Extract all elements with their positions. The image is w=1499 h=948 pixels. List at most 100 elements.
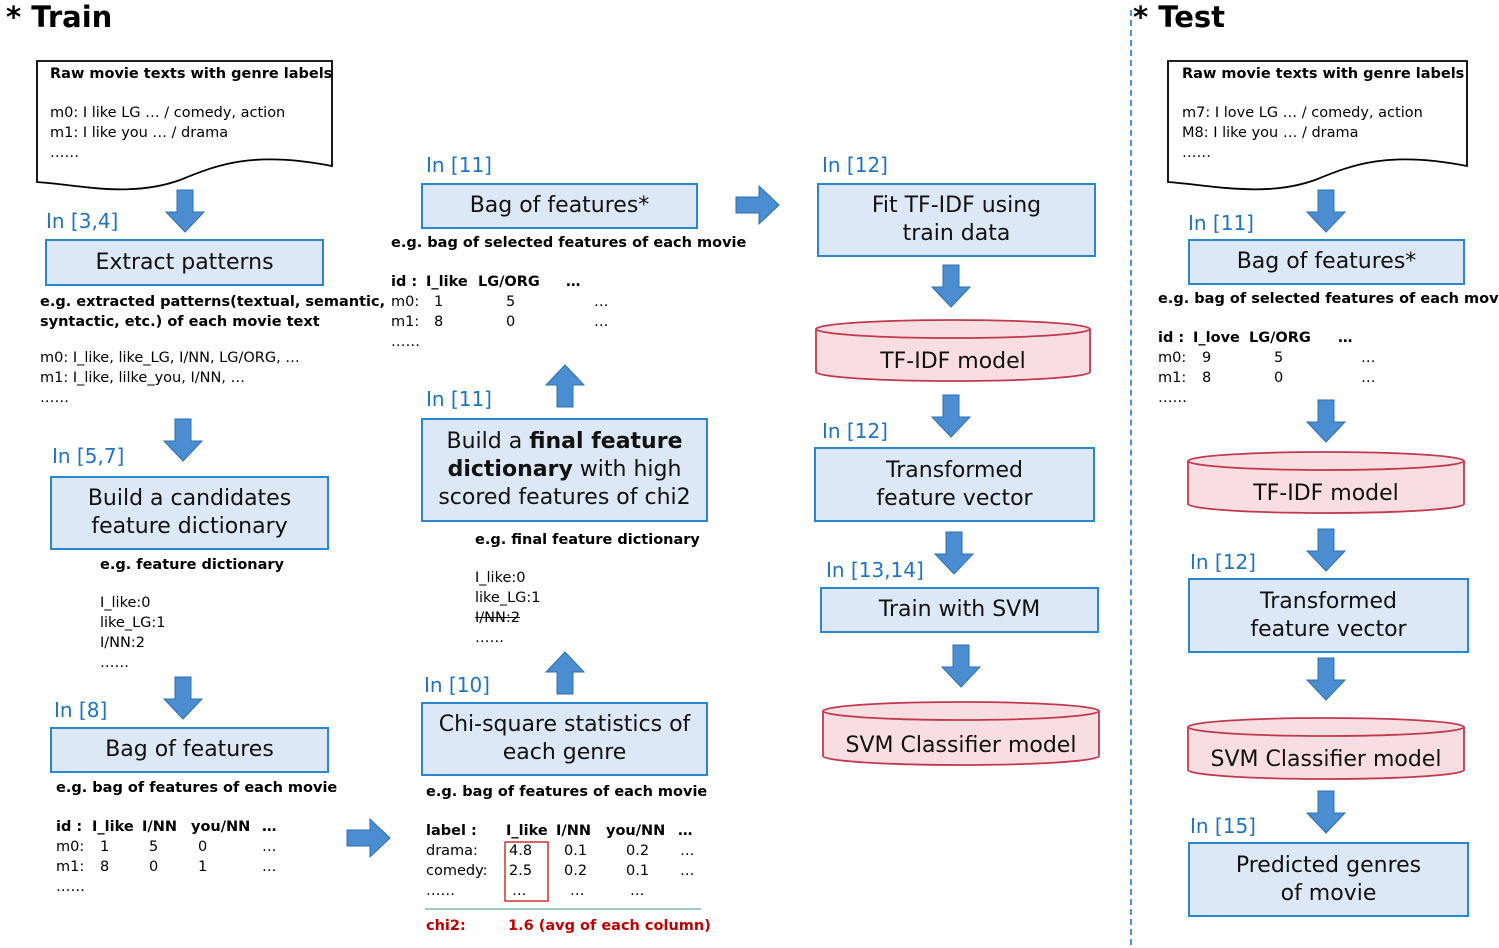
extract-in-label: In [3,4] [46,209,119,233]
test-tfidf-model-label: TF-IDF model [1253,481,1399,506]
fit-in-label: In [12] [822,153,888,177]
table-cell: 5 [1274,350,1284,366]
chi-square-box: Chi-square statistics of each genre [421,702,708,776]
fit-tfidf-box: Fit TF-IDF using train data [817,183,1096,257]
table-row: m0: 1 5 0 … [56,837,336,857]
final-dict-caption: e.g. final feature dictionary [475,532,700,548]
box-text-bold: dictionary [447,457,573,482]
table-cell: 0.2 [626,843,650,859]
table-cell: … [1361,370,1376,386]
table-row: m1: 8 0 1 … [56,857,336,877]
extract-caption: e.g. extracted patterns(textual, semanti… [40,292,385,332]
transform-in-label: In [12] [822,419,888,443]
table-cell: 9 [1202,350,1212,366]
table-cell: … [566,274,581,290]
table-cell: …… [426,883,455,899]
box-line: dictionary with high [448,456,682,484]
test-selected-table-header: id : I_love LG/ORG … [1158,328,1398,348]
arrow-down-6 [933,531,975,575]
arrow-right-1 [346,817,391,859]
table-row: m1: 8 0 … [391,312,631,332]
table-cell: m1: [391,314,420,330]
transformed-feature-box: Transformed feature vector [814,447,1095,522]
arrow-down-3 [162,676,204,720]
raw-doc-line: m1: I like you … / drama [50,125,229,141]
table-cell: LG/ORG [478,274,540,290]
test-transformed-feature-box: Transformed feature vector [1188,578,1469,653]
table-cell: … [594,294,609,310]
raw-doc-line: m0: I like LG … / comedy, action [50,105,286,121]
table-row-more: …… [1158,388,1398,408]
table-cell: …… [56,879,85,895]
train-tfidf-model-label: TF-IDF model [880,349,1026,374]
final-dict-in-label: In [11] [426,387,492,411]
table-row: …… … … … [426,881,706,901]
train-svm-cylinder [822,711,1100,766]
arrow-down-8 [1305,189,1347,233]
arrow-down-12 [1305,790,1347,834]
box-line: scored features of chi2 [438,485,691,510]
caption-line: syntactic, etc.) of each movie text [40,314,320,330]
dictionary-line: I/NN:2 [100,635,145,651]
box-line: Transformed [886,457,1023,483]
box-line: Fit TF-IDF using [871,193,1042,218]
train-svm-cylinder-top [822,701,1100,721]
raw-doc-line: M8: I like you … / drama [1182,125,1359,141]
dictionary-line: like_LG:1 [100,615,166,631]
table-cell: I_like [506,823,548,839]
candidates-dictionary-box: Build a candidates feature dictionary [50,476,329,550]
table-cell: … [512,883,527,899]
table-cell: …… [1158,390,1187,406]
candidates-lines: I_like:0 like_LG:1 I/NN:2 …… [100,593,166,673]
raw-doc-line: …… [50,145,79,161]
i-like-column-highlight [504,841,549,902]
box-line: Predicted genres [1235,852,1422,878]
arrow-down-7 [940,644,982,688]
table-cell: … [680,843,695,859]
train-svm-box: Train with SVM [820,587,1099,633]
raw-doc-line: m7: I love LG … / comedy, action [1182,105,1423,121]
table-cell: 0.2 [564,863,588,879]
extract-patterns-box: Extract patterns [45,239,324,286]
bag-table: id : I_like I/NN you/NN … m0: 1 5 0 … m1… [56,817,336,897]
dictionary-line: …… [475,630,504,646]
table-row: m0: 9 5 … [1158,348,1398,368]
selected-table: id : I_like LG/ORG … m0: 1 5 … m1: 8 0 …… [391,272,631,352]
test-selected-caption: e.g. bag of selected features of each mo… [1158,291,1499,307]
selected-bag-label: Bag of features* [469,193,650,218]
dictionary-line: …… [100,655,129,671]
table-cell: … [594,314,609,330]
table-cell: … [1361,350,1376,366]
selected-in-label: In [11] [426,153,492,177]
test-selected-bag-box: Bag of features* [1188,239,1465,285]
table-cell: … [262,859,277,875]
box-line: Transformed [1260,588,1397,614]
table-cell: … [262,839,277,855]
train-tfidf-cylinder-top [815,319,1091,339]
table-cell: id : [391,274,418,290]
test-selected-table: id : I_love LG/ORG … m0: 9 5 … m1: 8 0 …… [1158,328,1398,408]
arrow-down-10 [1305,528,1347,572]
table-cell: 0 [198,839,208,855]
chisq-table-header: label : I_like I/NN you/NN … [426,821,706,841]
table-cell: 1 [100,839,110,855]
table-cell: I/NN [556,823,591,839]
candidates-caption: e.g. feature dictionary [100,557,285,573]
table-cell: id : [56,819,83,835]
arrow-down-9 [1305,399,1347,443]
table-cell: …… [391,334,420,350]
chi2-label: chi2: [426,918,466,934]
chi2-value: 1.6 (avg of each column) [508,918,711,934]
train-raw-document-shape [36,60,333,191]
train-raw-doc-title: Raw movie texts with genre labels [50,66,333,82]
svm-train-in-label: In [13,14] [826,558,924,582]
box-line: feature dictionary [91,514,288,539]
box-line: Chi-square statistics of [438,712,691,737]
test-raw-doc-lines: m7: I love LG … / comedy, action M8: I l… [1182,103,1423,163]
table-cell: label : [426,823,477,839]
pattern-line: m0: I_like, like_LG, I/NN, LG/ORG, … [40,350,300,366]
arrow-down-5 [930,394,972,438]
table-row-more: …… [391,332,631,352]
table-cell: I_like [92,819,134,835]
test-tfidf-cylinder [1187,461,1465,514]
